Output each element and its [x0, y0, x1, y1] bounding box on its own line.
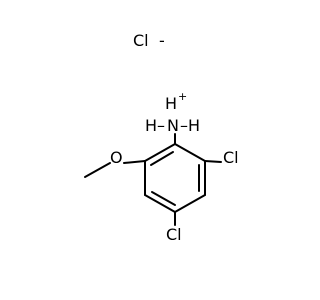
- bond-ring-double-c1-c6: [150, 151, 174, 166]
- ammonium-hydrogen-right: –H: [180, 116, 200, 135]
- bond-ring-c4-c5: [144, 194, 176, 213]
- bond-ring-c1-c2: [174, 143, 206, 162]
- ring-chlorine-right: Cl: [223, 148, 239, 167]
- counter-ion-charge: -: [159, 31, 165, 50]
- bonds: [84, 133, 222, 226]
- methoxy-oxygen: O: [110, 148, 123, 167]
- bond-ring-c3-c4: [174, 194, 206, 213]
- bond-c2-cl: [204, 160, 222, 163]
- bond-o-methyl: [84, 162, 111, 178]
- bond-ring-c6-c1: [144, 143, 176, 162]
- bond-ring-double-c4-c5: [151, 191, 176, 206]
- ammonium-hydrogen-top: H: [165, 94, 177, 113]
- ring-chlorine-bottom: Cl: [166, 225, 182, 244]
- bond-c6-o: [123, 160, 146, 164]
- structure-drawing: Cl - H + H– N –H O Cl Cl: [84, 31, 239, 244]
- ammonium-hydrogen-left: H–: [145, 116, 165, 135]
- ammonium-charge: +: [178, 90, 187, 103]
- atom-labels: Cl - H + H– N –H O Cl Cl: [110, 31, 239, 244]
- ammonium-nitrogen: N: [167, 116, 179, 135]
- counter-ion-chlorine: Cl: [133, 31, 149, 50]
- molecule-canvas: Cl - H + H– N –H O Cl Cl: [84, 31, 239, 244]
